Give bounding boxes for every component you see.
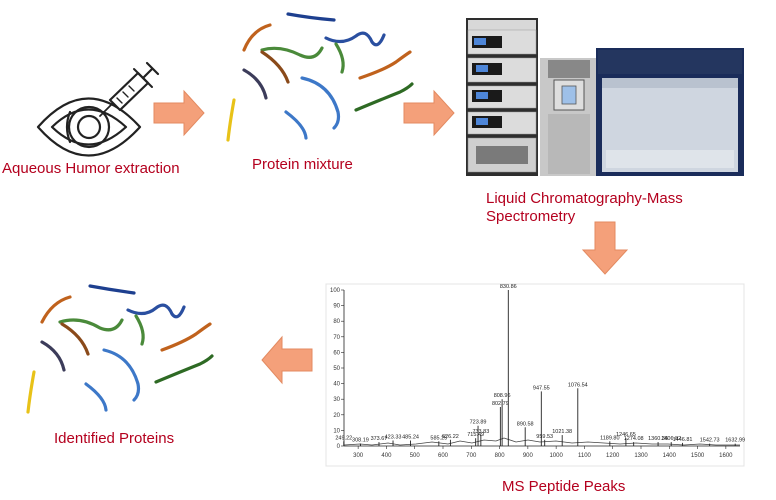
x-tick-label: 600 (438, 453, 449, 459)
label-identified-proteins: Identified Proteins (54, 430, 175, 447)
spectrum-peak-label: 890.58 (517, 421, 534, 427)
spectrum-peak-label: 802.79 (492, 401, 509, 407)
y-tick-label: 100 (330, 288, 341, 294)
x-tick-label: 1500 (691, 453, 705, 459)
arrow-left (261, 335, 313, 385)
spectrum-peak-label: 1542.73 (700, 438, 720, 444)
spectrum-peak-label: 1021.38 (552, 429, 572, 435)
ms-spectrum-frame (325, 283, 745, 467)
spectrum-peak-label: 808.96 (494, 393, 511, 399)
protein-mixture-strands (226, 12, 414, 142)
spectrum-peak-label: 1274.08 (624, 436, 644, 442)
y-tick-label: 10 (333, 428, 340, 434)
x-tick-label: 500 (410, 453, 421, 459)
spectrum-peak-label: 308.19 (352, 438, 369, 444)
spectrum-peak-label: 373.67 (371, 436, 388, 442)
y-tick-label: 20 (333, 413, 340, 419)
spectrum-peak-label: 1076.54 (568, 382, 588, 388)
x-tick-label: 1300 (634, 453, 648, 459)
spectrum-peak-label: 830.86 (500, 284, 517, 290)
y-tick-label: 80 (333, 319, 340, 325)
lc-ms-instrument-icon (466, 18, 744, 176)
spectrum-peak-label: 249.22 (335, 435, 352, 441)
label-lcms-line1: Liquid Chromatography-Mass (486, 190, 683, 207)
spectrum-peak-label: 1360.35 (648, 436, 668, 442)
spectrum-peak-label: 585.25 (430, 435, 447, 441)
spectrum-peak-label: 626.22 (442, 434, 459, 440)
arrow-right-2 (403, 89, 455, 137)
x-tick-label: 700 (466, 453, 477, 459)
spectrum-peak-label: 1446.81 (673, 437, 693, 443)
spectrum-peak-label: 1632.99 (725, 438, 745, 444)
spectrum-peak-label: 947.55 (533, 385, 550, 391)
arrow-right-1 (153, 89, 205, 137)
label-lcms-line2: Spectrometry (486, 208, 576, 225)
label-aqueous-humor-extraction: Aqueous Humor extraction (2, 160, 180, 177)
arrow-down (581, 221, 629, 275)
y-tick-label: 40 (333, 382, 340, 388)
y-tick-label: 50 (333, 366, 340, 372)
label-protein-mixture: Protein mixture (252, 156, 353, 173)
y-tick-label: 60 (333, 350, 340, 356)
y-tick-label: 0 (337, 444, 341, 450)
spectrum-peak-label: 1246.65 (616, 432, 636, 438)
spectrum-peak-label: 723.89 (470, 420, 487, 426)
spectrum-peak-label: 959.53 (536, 434, 553, 440)
x-tick-label: 1400 (663, 453, 677, 459)
x-tick-label: 400 (381, 453, 392, 459)
eye-syringe-icon (36, 61, 160, 157)
y-tick-label: 30 (333, 397, 340, 403)
x-tick-label: 300 (353, 453, 364, 459)
x-tick-label: 900 (523, 453, 534, 459)
spectrum-peak-label: 733.83 (472, 429, 489, 435)
spectrum-peak-label: 423.33 (385, 435, 402, 441)
spectrum-peak-label: 485.24 (402, 435, 419, 441)
spectrum-peak-label: 715.49 (467, 432, 484, 438)
spectrum-peak-label: 1406.82 (661, 436, 681, 442)
y-tick-label: 90 (333, 304, 340, 310)
x-tick-label: 1000 (549, 453, 563, 459)
x-tick-label: 1100 (578, 453, 592, 459)
label-ms-peptide-peaks: MS Peptide Peaks (502, 478, 626, 495)
identified-protein-strands (26, 284, 214, 414)
y-tick-label: 70 (333, 335, 340, 341)
x-tick-label: 1200 (606, 453, 620, 459)
x-tick-label: 1600 (719, 453, 733, 459)
spectrum-peak-label: 1189.80 (600, 435, 619, 441)
x-tick-label: 800 (495, 453, 506, 459)
